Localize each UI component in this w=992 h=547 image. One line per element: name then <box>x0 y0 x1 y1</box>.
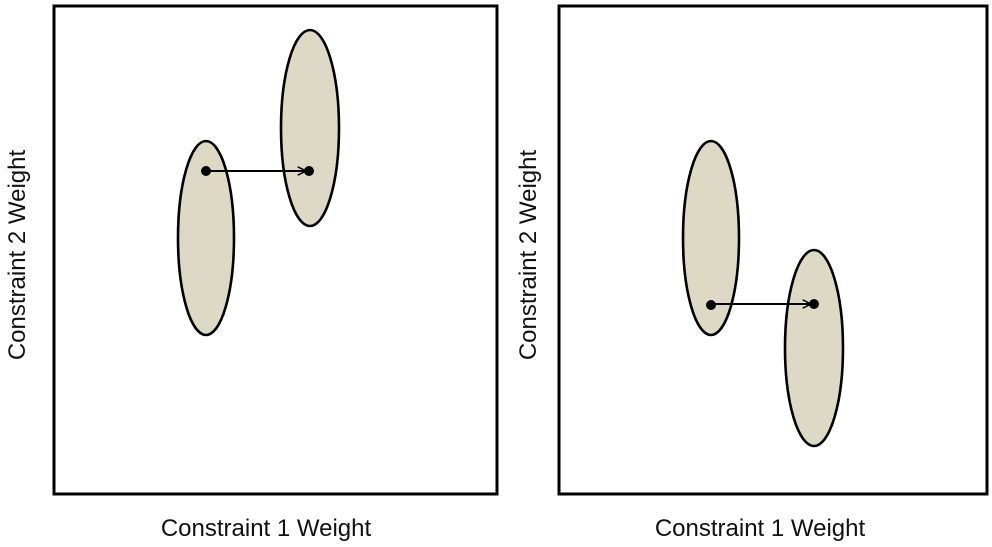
right-y-axis-label: Constraint 2 Weight <box>515 150 542 361</box>
left-end-point <box>304 166 314 176</box>
left-start-point <box>201 166 211 176</box>
right-x-axis-label: Constraint 1 Weight <box>655 515 866 542</box>
right-region-upper <box>681 139 741 337</box>
left-region-lower <box>176 139 236 337</box>
right-panel: Constraint 1 Weight Constraint 2 Weight <box>515 4 989 542</box>
right-start-point <box>706 300 716 310</box>
left-panel-frame <box>52 4 499 496</box>
left-panel: Constraint 1 Weight Constraint 2 Weight <box>4 4 499 542</box>
left-x-axis-label: Constraint 1 Weight <box>161 515 372 542</box>
left-region-upper <box>279 28 341 228</box>
right-region-lower <box>783 248 845 448</box>
right-end-point <box>809 299 819 309</box>
left-y-axis-label: Constraint 2 Weight <box>4 150 31 361</box>
right-panel-frame <box>557 4 989 496</box>
